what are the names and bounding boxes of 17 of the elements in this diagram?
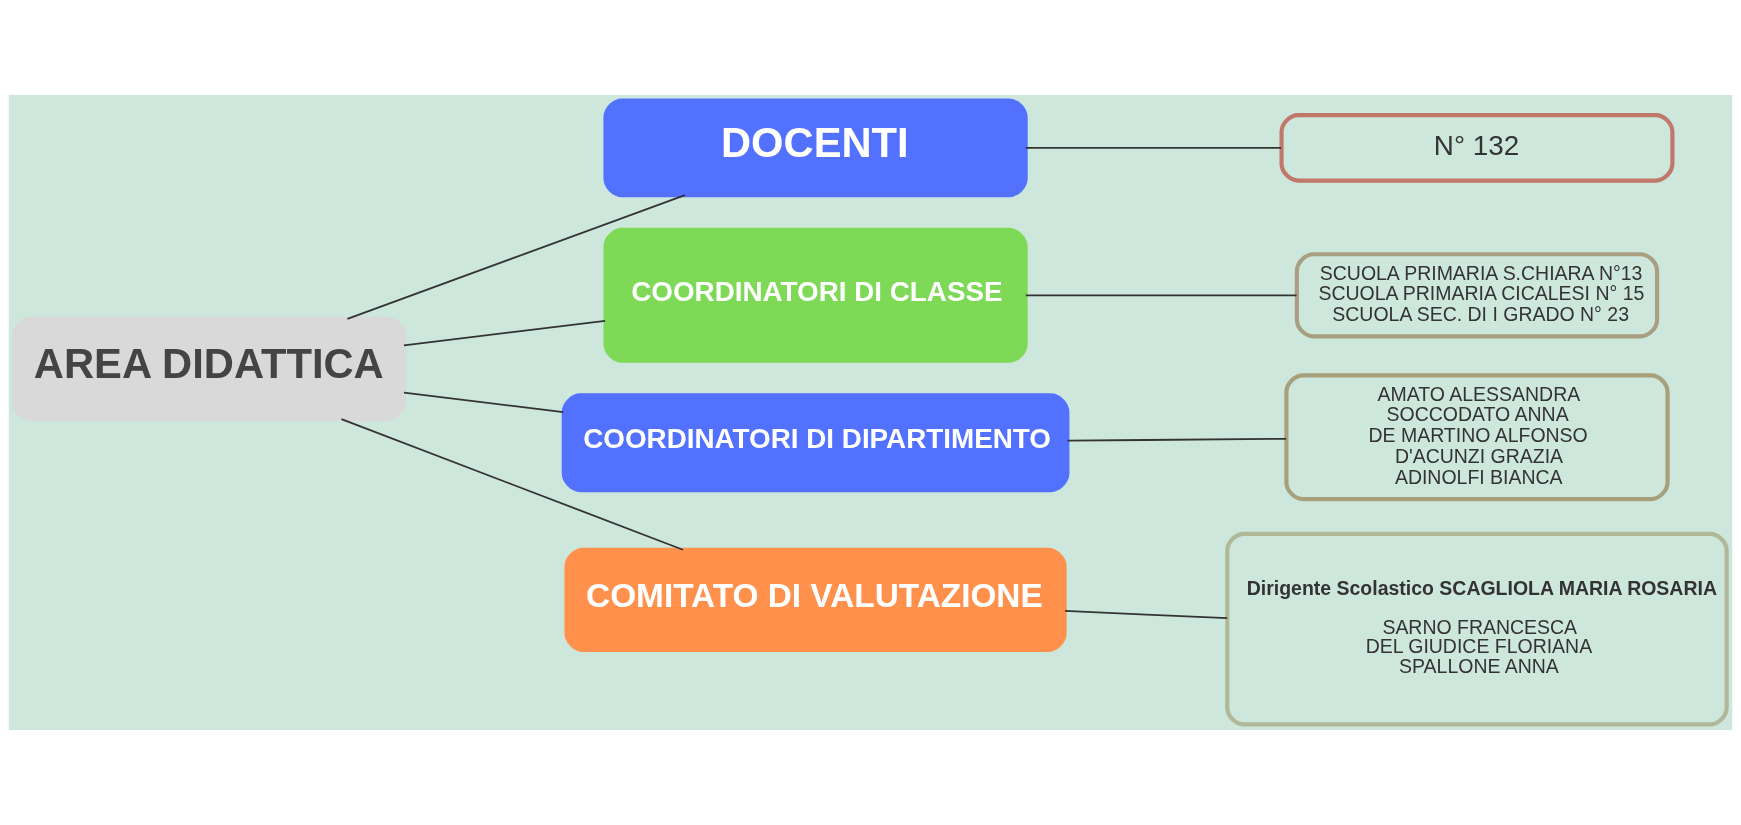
node-box: DOCENTI [603, 98, 1028, 198]
connector [1064, 610, 1229, 620]
node-box: Dirigente Scolastico SCAGLIOLA MARIA ROSARIA SARNO FRANCESCA DEL GIUDICE FLORIANA SPALLONE ANNA [1225, 531, 1729, 727]
node-box: COORDINATORI DI DIPARTIMENTO [561, 393, 1070, 493]
node-box: AREA DIDATTICA [12, 316, 406, 422]
node-box: COMITATO DI VALUTAZIONE [564, 547, 1067, 653]
node-box: SCUOLA PRIMARIA S.CHIARA N°13 SCUOLA PRIMARIA CICALESI N° 15 SCUOLA SEC. DI I GRADO N° 23 [1294, 252, 1660, 339]
connector [346, 194, 686, 320]
connector [1024, 294, 1298, 297]
node-box: COORDINATORI DI CLASSE [603, 227, 1028, 363]
connector [340, 418, 684, 551]
connector [1024, 146, 1283, 149]
connector [403, 319, 606, 347]
node-box: AMATO ALESSANDRA SOCCODATO ANNA DE MARTINO ALFONSO D'ACUNZI GRAZIA ADINOLFI BIANCA [1284, 373, 1670, 502]
connector [403, 391, 565, 414]
connector [1066, 437, 1287, 442]
node-box: N° 132 [1279, 113, 1675, 183]
